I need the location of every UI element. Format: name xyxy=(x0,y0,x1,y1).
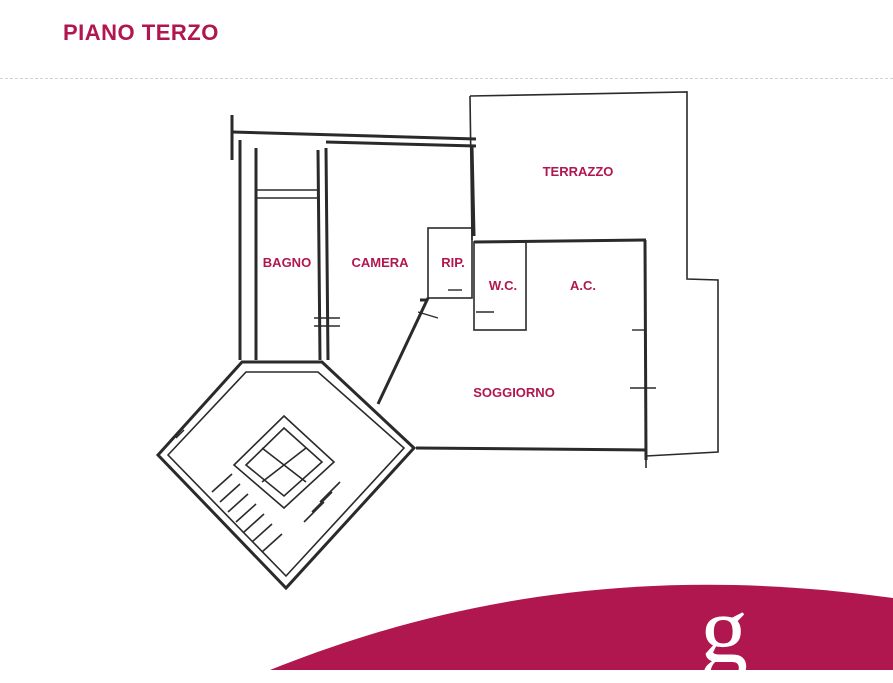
door-markers xyxy=(175,289,656,439)
room-label-ac: A.C. xyxy=(570,278,596,293)
wall-bagno xyxy=(238,140,330,361)
terrace-outline xyxy=(469,91,719,457)
header-divider xyxy=(0,78,893,79)
wall-soggiorno xyxy=(376,297,647,468)
room-label-bagno: BAGNO xyxy=(263,255,311,270)
room-label-terrazzo: TERRAZZO xyxy=(543,164,614,179)
stair-core xyxy=(155,360,417,591)
room-label-rip: RIP. xyxy=(441,255,465,270)
wall-top xyxy=(230,115,477,160)
brand-logo: g xyxy=(700,576,748,683)
room-label-wc: W.C. xyxy=(489,278,517,293)
room-label-camera: CAMERA xyxy=(351,255,409,270)
wall-camera xyxy=(325,140,648,461)
page-title: PIANO TERZO xyxy=(63,20,219,45)
room-label-soggiorno: SOGGIORNO xyxy=(473,385,555,400)
